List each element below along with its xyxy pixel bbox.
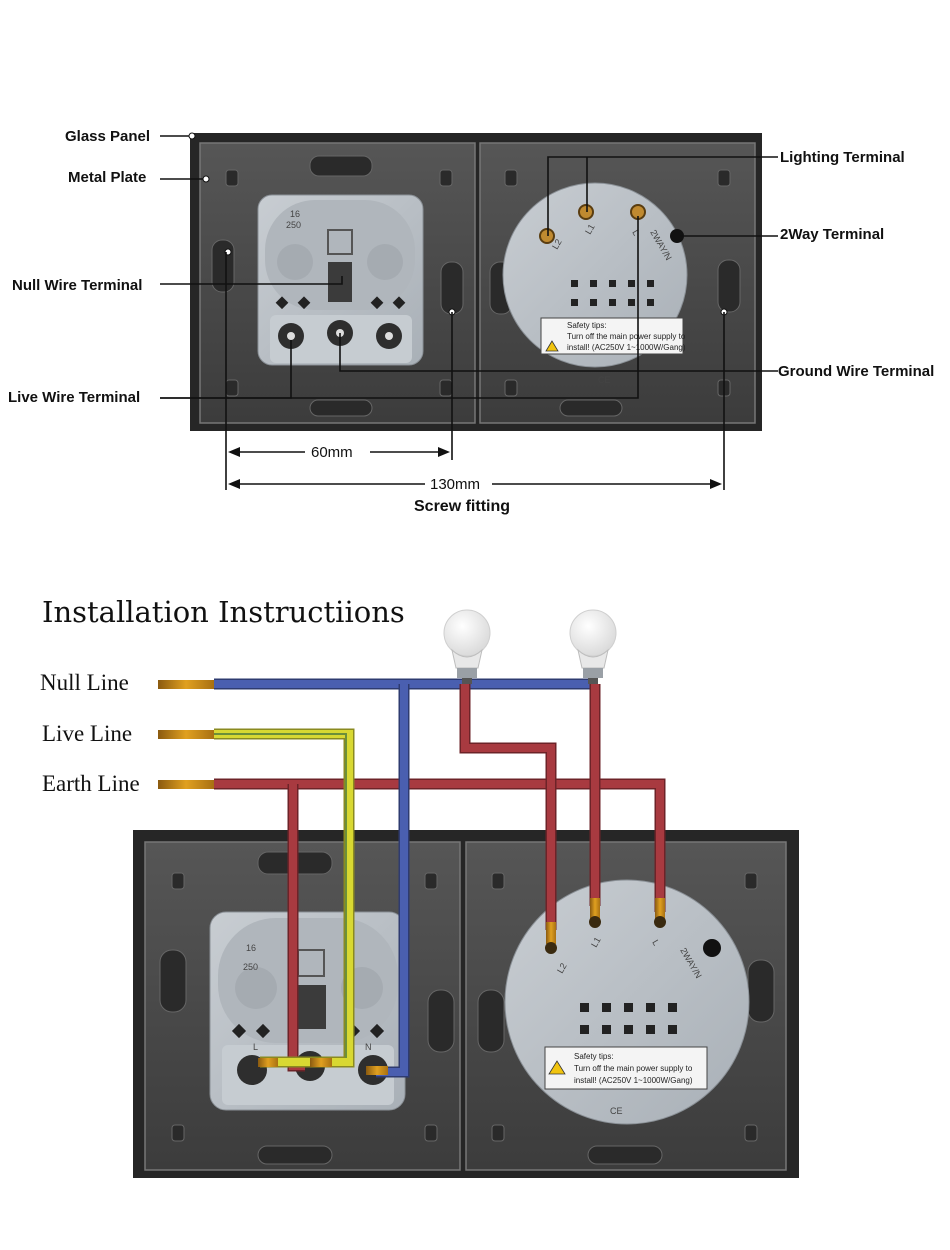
label-glass-panel: Glass Panel	[65, 128, 150, 145]
safety-title: Safety tips:	[567, 321, 607, 330]
label-live-line: Live Line	[42, 721, 132, 746]
dimension-130mm: 130mm	[430, 476, 480, 493]
dimension-lines	[225, 252, 725, 490]
live-line-tip	[158, 730, 214, 739]
dimension-60mm: 60mm	[311, 444, 353, 461]
installation-title: Installation Instructiions	[42, 595, 405, 629]
label-2way-terminal: 2Way Terminal	[780, 226, 884, 243]
switch-terminal-l1-bottom: L1	[589, 935, 603, 949]
switch-terminal-l2-bottom: L2	[555, 961, 569, 975]
switch-module-bottom: L2 L1 L 2WAY/N Safety tips: Turn off the…	[504, 879, 750, 1125]
socket-rating-bottom: 250	[286, 220, 301, 230]
label-metal-plate: Metal Plate	[68, 169, 146, 186]
lamp-wires	[459, 684, 601, 930]
safety-line1-bottom: Turn off the main power supply to	[574, 1064, 693, 1073]
socket-module: 16 250	[257, 194, 424, 366]
warning-icon	[545, 340, 559, 352]
ce-mark-bottom: CE	[610, 1106, 623, 1116]
socket-module-bottom: 16 250 L N	[209, 911, 406, 1111]
socket-rating-bottom-bottom: 250	[243, 962, 258, 972]
switch-module: L2 L1 L 2WAY/N Safety tips: Turn off the…	[502, 182, 688, 385]
label-null-wire-terminal: Null Wire Terminal	[12, 277, 142, 294]
label-earth-line: Earth Line	[42, 771, 140, 796]
label-ground-wire-terminal: Ground Wire Terminal	[778, 363, 934, 380]
safety-title-bottom: Safety tips:	[574, 1052, 614, 1061]
null-line-tip	[158, 680, 214, 689]
installation-diagram: Installation Instructiions Null Line Liv…	[40, 595, 799, 1178]
safety-line2-bottom: install! (AC250V 1~1000W/Gang)	[574, 1076, 693, 1085]
switch-terminal-l-bottom: L	[650, 938, 661, 947]
wires	[214, 678, 666, 1078]
wire-tips-terminals	[258, 898, 665, 1075]
label-lighting-terminal: Lighting Terminal	[780, 149, 905, 166]
socket-rating-top: 16	[290, 209, 300, 219]
bulb-1	[443, 609, 491, 684]
ce-mark: CE	[598, 375, 611, 385]
dimension-caption: Screw fitting	[414, 498, 510, 515]
switch-terminal-l: L	[630, 228, 641, 237]
switch-terminal-l2: L2	[550, 237, 564, 251]
socket-rating-top-bottom: 16	[246, 943, 256, 953]
socket-label-n: N	[365, 1042, 372, 1052]
panel-diagram-top: 16 250 L2 L1 L 2WAY/	[8, 128, 934, 515]
earth-line-tip	[158, 780, 214, 789]
switch-terminal-l1: L1	[583, 222, 597, 236]
label-null-line: Null Line	[40, 670, 129, 695]
bulb-2	[569, 609, 617, 684]
callout-lines	[160, 135, 778, 399]
label-live-wire-terminal: Live Wire Terminal	[8, 389, 140, 406]
socket-label-l: L	[253, 1042, 258, 1052]
safety-line2: install! (AC250V 1~1000W/Gang)	[567, 343, 686, 352]
warning-icon-bottom	[548, 1060, 566, 1075]
safety-line1: Turn off the main power supply to	[567, 332, 686, 341]
